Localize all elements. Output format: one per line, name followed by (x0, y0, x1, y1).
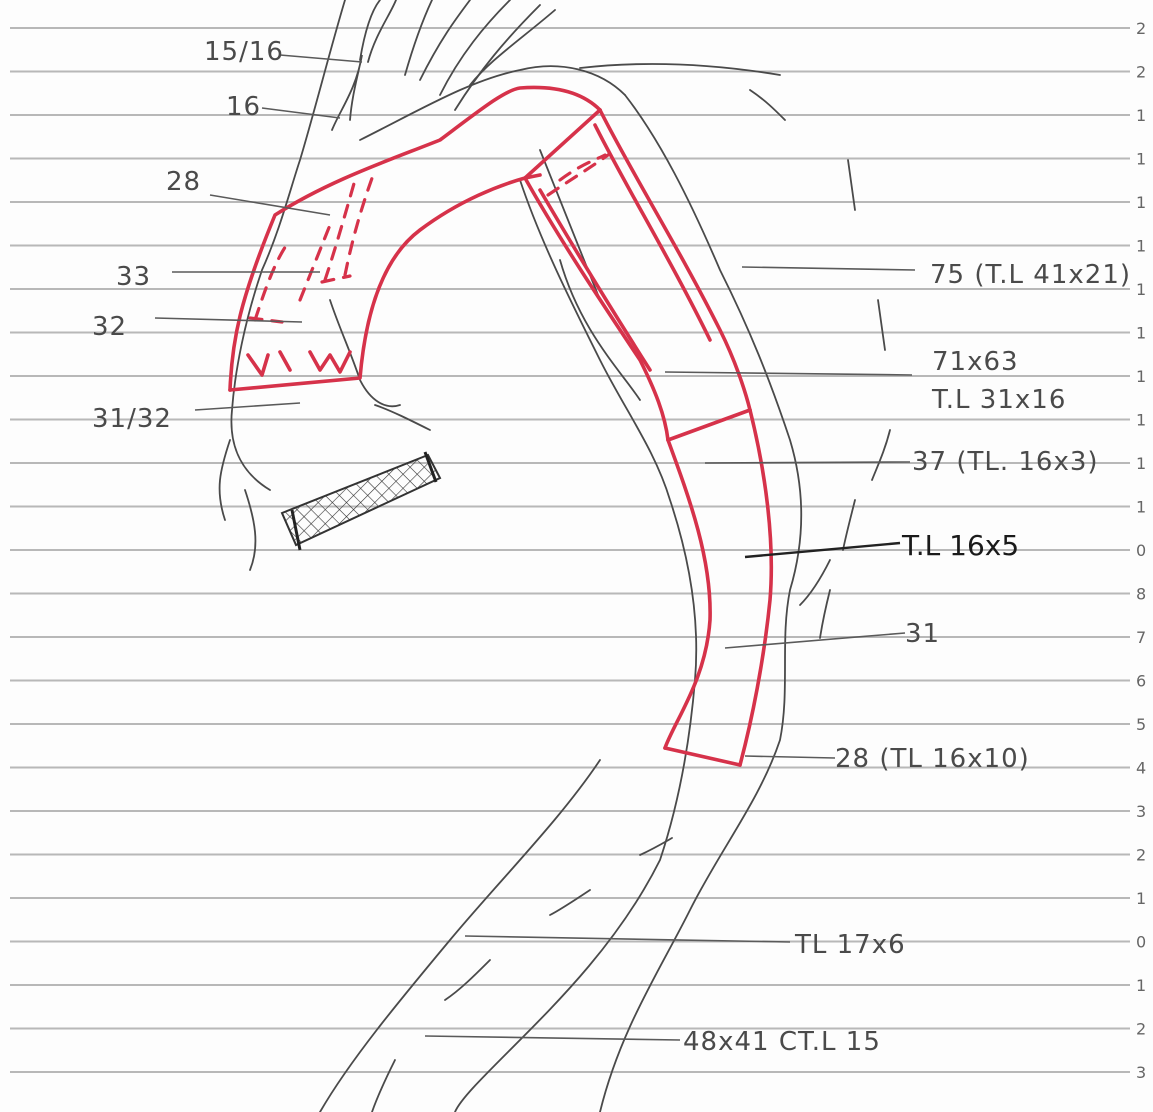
label-71x63: 71x63 (932, 347, 1019, 377)
margin-number: 1 (1136, 411, 1146, 430)
graft-inner-proximal (230, 175, 540, 390)
label-28-ctl: 28 (TL 16x10) (835, 744, 1030, 774)
margin-number: 2 (1136, 846, 1146, 865)
margin-number: 1 (1136, 498, 1146, 517)
graft-outer-proximal (230, 87, 600, 390)
margin-number: 1 (1136, 280, 1146, 299)
crosshatch-stent (282, 452, 440, 550)
margin-number: 1 (1136, 454, 1146, 473)
label-32: 32 (92, 312, 127, 342)
label-tl-31x16: T.L 31x16 (931, 385, 1066, 415)
margin-number: 1 (1136, 193, 1146, 212)
label-tl-16x5: T.L 16x5 (901, 529, 1019, 562)
margin-number: 3 (1136, 1063, 1146, 1082)
margin-number: 0 (1136, 933, 1146, 952)
margin-number: 1 (1136, 150, 1146, 169)
stent-graft (230, 87, 771, 765)
margin-number: 3 (1136, 802, 1146, 821)
margin-number: 2 (1136, 63, 1146, 82)
label-15-16: 15/16 (204, 37, 284, 67)
graft-outer-descending (600, 110, 750, 410)
margin-number: 5 (1136, 715, 1146, 734)
label-37: 37 (TL. 16x3) (912, 447, 1099, 477)
vessel-outline (220, 0, 890, 1112)
label-16: 16 (226, 92, 261, 122)
margin-number: 0 (1136, 541, 1146, 560)
margin-number: 4 (1136, 759, 1146, 778)
margin-number: 1 (1136, 106, 1146, 125)
margin-number: 2 (1136, 1020, 1146, 1039)
margin-number: 8 (1136, 585, 1146, 604)
label-75: 75 (T.L 41x21) (930, 260, 1131, 290)
margin-number: 6 (1136, 672, 1146, 691)
margin-number: 1 (1136, 324, 1146, 343)
label-33: 33 (116, 262, 151, 292)
label-31-32: 31/32 (92, 404, 172, 434)
label-tl-17x6: TL 17x6 (794, 930, 906, 960)
label-28-top: 28 (166, 167, 201, 197)
graft-distal-end (665, 748, 740, 765)
margin-number: 7 (1136, 628, 1146, 647)
margin-number: 1 (1136, 237, 1146, 256)
margin-numbers: 2 2 1 1 1 1 1 1 1 1 1 1 0 8 7 6 5 4 3 2 1 0 1 2 3 (1136, 19, 1146, 1082)
margin-number: 1 (1136, 367, 1146, 386)
margin-number: 1 (1136, 889, 1146, 908)
margin-number: 2 (1136, 19, 1146, 38)
margin-number: 1 (1136, 976, 1146, 995)
graft-segment-divider-2 (668, 410, 750, 440)
measurement-labels: 15/16 16 28 33 32 31/32 75 (T.L 41x21) 7… (92, 37, 1131, 1057)
label-31: 31 (905, 619, 940, 649)
label-48x41: 48x41 CT.L 15 (683, 1027, 881, 1057)
